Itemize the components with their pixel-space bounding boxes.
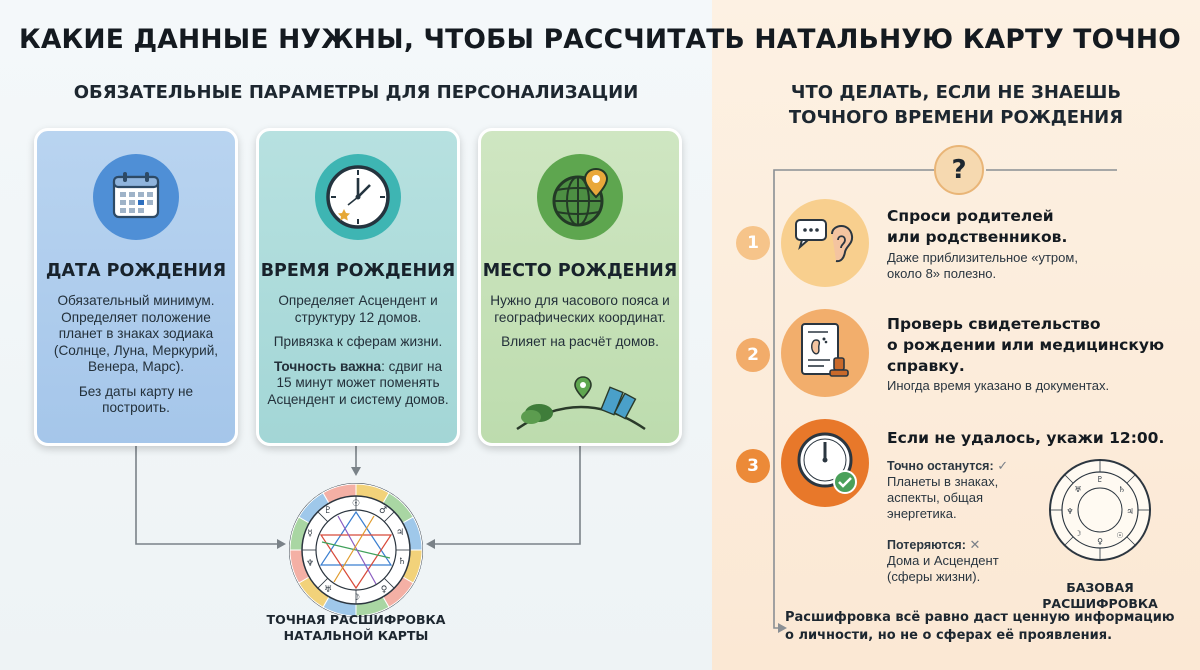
step-number-2: 2: [736, 338, 770, 372]
step-title-line: справку.: [887, 357, 965, 375]
card-birth-time: ВРЕМЯ РОЖДЕНИЯ Определяет Асцендент и ст…: [256, 128, 460, 446]
svg-text:♇: ♇: [1096, 475, 1103, 484]
cross-icon: ✕: [969, 537, 981, 552]
card-paragraph: Точность важна: сдвиг на 15 минут может …: [267, 359, 449, 409]
bottom-note: Расшифровка всё равно даст ценную информ…: [785, 609, 1180, 645]
step-3-lost: Потеряются: ✕ Дома и Асцендент (сферы жи…: [887, 537, 999, 585]
calendar-icon: [92, 153, 180, 241]
lost-line: Дома и Асцендент: [887, 553, 999, 568]
bottom-note-line: Расшифровка всё равно даст ценную информ…: [785, 610, 1175, 625]
svg-text:♅: ♅: [324, 585, 332, 595]
svg-text:☉: ☉: [1116, 531, 1123, 540]
step-title-line: или родственников.: [887, 228, 1068, 246]
timeline-lines: [773, 169, 1117, 633]
kept-line: аспекты, общая: [887, 490, 983, 505]
natal-chart-wheel: ☉ ♂ ♃ ♄ ♀ ☽ ♅ ♆ ☿ ♇: [289, 483, 423, 617]
card-title: МЕСТО РОЖДЕНИЯ: [482, 261, 678, 281]
svg-text:☽: ☽: [352, 593, 360, 603]
card-paragraph: Обязательный минимум. Определяет положен…: [53, 293, 219, 374]
right-subtitle-line-1: ЧТО ДЕЛАТЬ, ЕСЛИ НЕ ЗНАЕШЬ: [790, 82, 1122, 103]
card-paragraph: Влияет на расчёт домов.: [501, 334, 659, 349]
clock-icon: [314, 153, 402, 241]
card-text: Нужно для часового пояса и географически…: [489, 293, 671, 359]
globe-pin-icon: [536, 153, 624, 241]
lost-label: Потеряются:: [887, 538, 966, 552]
card-title: ВРЕМЯ РОЖДЕНИЯ: [260, 261, 456, 281]
svg-text:☿: ☿: [307, 529, 313, 539]
svg-text:♄: ♄: [398, 557, 406, 567]
kept-label: Точно останутся:: [887, 459, 994, 473]
svg-text:♃: ♃: [1126, 507, 1133, 516]
svg-text:♇: ♇: [324, 506, 332, 516]
card-paragraph: Нужно для часового пояса и географически…: [490, 293, 670, 325]
base-chart-wheel: ♇ ♄ ♃ ☉ ♀ ☽ ♆ ♅: [1049, 459, 1151, 561]
chat-ear-icon: [780, 198, 870, 288]
svg-text:☽: ☽: [1074, 529, 1081, 538]
left-subtitle: ОБЯЗАТЕЛЬНЫЕ ПАРАМЕТРЫ ДЛЯ ПЕРСОНАЛИЗАЦИ…: [73, 82, 639, 103]
card-text: Определяет Асцендент и структуру 12 домо…: [267, 293, 449, 416]
base-label-line: БАЗОВАЯ: [1066, 580, 1134, 595]
step-title-line: Проверь свидетельство: [887, 315, 1101, 333]
card-birth-date: ДАТА РОЖДЕНИЯ Обязательный минимум. Опре…: [34, 128, 238, 446]
card-text: Обязательный минимум. Определяет положен…: [45, 293, 227, 425]
svg-text:♀: ♀: [1097, 537, 1103, 546]
right-subtitle: ЧТО ДЕЛАТЬ, ЕСЛИ НЕ ЗНАЕШЬ ТОЧНОГО ВРЕМЕ…: [712, 80, 1200, 130]
card-paragraph: Определяет Асцендент и структуру 12 домо…: [278, 293, 438, 325]
card-title: ДАТА РОЖДЕНИЯ: [45, 261, 227, 281]
step-3-title: Если не удалось, укажи 12:00.: [887, 429, 1165, 447]
kept-line: Планеты в знаках,: [887, 474, 999, 489]
kept-line: энергетика.: [887, 506, 957, 521]
question-mark-icon: ?: [934, 145, 984, 195]
step-title-line: о рождении или медицинскую: [887, 336, 1165, 354]
right-subtitle-line-2: ТОЧНОГО ВРЕМЕНИ РОЖДЕНИЯ: [788, 107, 1124, 128]
step-number-1: 1: [736, 226, 770, 260]
card-paragraph: Без даты карту не построить.: [78, 383, 194, 416]
svg-text:♂: ♂: [379, 506, 387, 516]
card-paragraph-rest: : сдвиг на 15 минут может поменять Асцен…: [267, 358, 449, 407]
card-paragraph: Привязка к сферам жизни.: [273, 334, 443, 349]
connector-lines: [135, 446, 581, 549]
certificate-icon: [780, 308, 870, 398]
step-1-note: Даже приблизительное «утром, около 8» по…: [887, 250, 1078, 282]
base-chart-label: БАЗОВАЯ РАСШИФРОВКА: [1040, 580, 1160, 612]
svg-text:☉: ☉: [352, 499, 360, 509]
emphasis-text: Точность важна: [273, 358, 382, 374]
svg-text:♆: ♆: [306, 559, 314, 569]
svg-text:♃: ♃: [396, 528, 404, 538]
step-note-line: Даже приблизительное «утром,: [887, 250, 1078, 265]
step-1-title: Спроси родителей или родственников.: [887, 206, 1067, 248]
step-note-line: около 8» полезно.: [887, 266, 997, 281]
clock-check-icon: [780, 418, 870, 508]
step-2-note: Иногда время указано в документах.: [887, 378, 1110, 393]
page-title: КАКИЕ ДАННЫЕ НУЖНЫ, ЧТОБЫ РАССЧИТАТЬ НАТ…: [18, 24, 1182, 55]
step-number-3: 3: [736, 449, 770, 483]
landscape-illustration: [516, 376, 646, 431]
svg-text:♆: ♆: [1066, 507, 1073, 516]
step-title-line: Спроси родителей: [887, 207, 1054, 225]
base-label-line: РАСШИФРОВКА: [1042, 596, 1158, 611]
card-birth-place: МЕСТО РОЖДЕНИЯ Нужно для часового пояса …: [478, 128, 682, 446]
check-icon: ✓: [997, 458, 1009, 473]
bottom-note-line: о личности, но не о сферах её проявления…: [785, 628, 1113, 643]
svg-text:♀: ♀: [381, 585, 388, 595]
svg-text:♄: ♄: [1118, 485, 1125, 494]
svg-text:♅: ♅: [1074, 485, 1081, 494]
lost-line: (сферы жизни).: [887, 569, 981, 584]
wheel-caption: ТОЧНАЯ РАСШИФРОВКА НАТАЛЬНОЙ КАРТЫ: [266, 612, 446, 643]
step-2-title: Проверь свидетельство о рождении или мед…: [887, 314, 1164, 377]
step-3-kept: Точно останутся: ✓ Планеты в знаках, асп…: [887, 458, 1008, 522]
